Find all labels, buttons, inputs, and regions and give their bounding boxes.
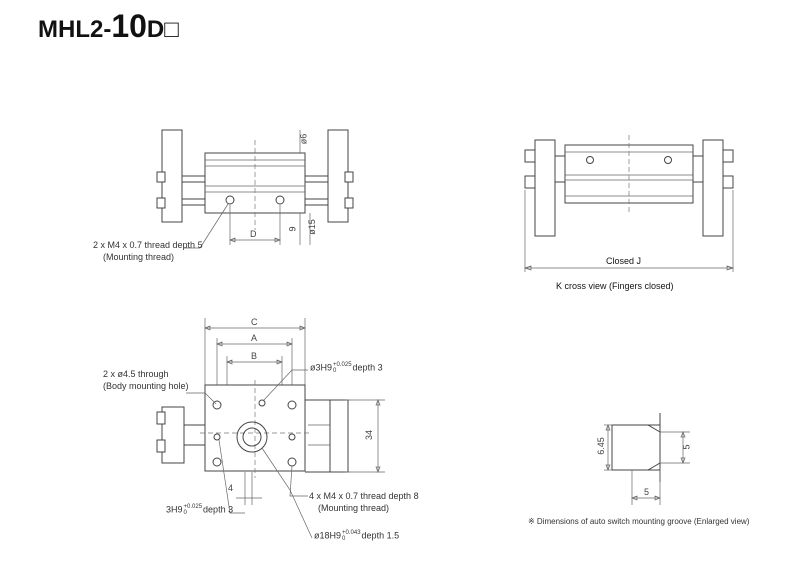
dim-A: A bbox=[251, 333, 258, 343]
bottom-thread-leader bbox=[289, 465, 308, 497]
left-finger-screw-top bbox=[156, 171, 166, 183]
dim-34: 34 bbox=[364, 429, 375, 441]
pin-top-tol-lower: 0 bbox=[333, 368, 337, 374]
thread-hole-top-right bbox=[287, 400, 297, 410]
title-box: □ bbox=[164, 16, 179, 43]
pin-hole-top bbox=[258, 399, 266, 407]
cross-right-screw-top bbox=[722, 149, 734, 163]
pin-hole-right bbox=[288, 433, 296, 441]
bore-tol-lower: 0 bbox=[342, 536, 346, 542]
cross-view-caption: K cross view (Fingers closed) bbox=[556, 281, 674, 291]
groove-view-drawing bbox=[604, 413, 690, 505]
dim-6-45: 6.45 bbox=[595, 437, 606, 455]
center-bore bbox=[236, 421, 268, 453]
top-thread-sub: (Mounting thread) bbox=[103, 252, 175, 262]
bottom-left-finger bbox=[161, 406, 185, 464]
dim-phi15: ø15 bbox=[306, 219, 317, 235]
bore-depth: depth 1.5 bbox=[361, 530, 400, 541]
dim-C: C bbox=[251, 317, 258, 327]
bottom-view-drawing bbox=[156, 318, 385, 539]
through-hole-top-left bbox=[212, 400, 222, 410]
cross-left-finger bbox=[534, 139, 556, 237]
cross-right-finger bbox=[702, 139, 724, 237]
pin-left-tol-upper: +0.025 bbox=[183, 504, 203, 510]
through-sub: (Body mounting hole) bbox=[103, 381, 189, 391]
pin-top-leader bbox=[262, 369, 308, 402]
thread-hole-bottom-left bbox=[212, 457, 222, 467]
pin-left-depth: depth 3 bbox=[203, 504, 234, 515]
cross-hole-right bbox=[664, 156, 672, 164]
pin-left-label-text: 3H9 bbox=[166, 504, 183, 515]
dim-5-vertical: 5 bbox=[681, 444, 692, 450]
dim-9: 9 bbox=[287, 226, 298, 232]
page-title: MHL2-10D□ bbox=[38, 8, 179, 45]
right-finger-screw-bottom bbox=[344, 197, 354, 209]
through-label: 2 x ø4.5 through bbox=[103, 369, 169, 379]
bore-tol-upper: +0.043 bbox=[342, 530, 361, 536]
title-prefix: MHL2- bbox=[38, 16, 112, 43]
bottom-thread-label: 4 x M4 x 0.7 thread depth 8 bbox=[309, 491, 419, 501]
dim-D: D bbox=[250, 229, 257, 239]
groove-caption: ※ Dimensions of auto switch mounting gro… bbox=[528, 517, 750, 526]
right-finger-screw-top bbox=[344, 171, 354, 183]
through-leader bbox=[186, 392, 217, 405]
cross-view-drawing bbox=[523, 135, 735, 272]
bottom-left-finger-screw-2 bbox=[156, 439, 166, 453]
bottom-left-finger-screw bbox=[156, 411, 166, 425]
top-thread-label: 2 x M4 x 0.7 thread depth 5 bbox=[93, 240, 203, 250]
top-view-drawing bbox=[156, 129, 354, 249]
cross-left-screw-bottom bbox=[524, 175, 536, 189]
top-thread-leader bbox=[184, 203, 229, 249]
thread-hole-left bbox=[225, 195, 235, 205]
pin-top-depth: depth 3 bbox=[352, 362, 383, 373]
bore-label-text: ø18H9 bbox=[314, 530, 342, 541]
cross-right-screw-bottom bbox=[722, 175, 734, 189]
cross-hole-left bbox=[586, 156, 594, 164]
pin-left-leader bbox=[218, 439, 245, 514]
pin-top-tol-upper: +0.025 bbox=[333, 362, 352, 368]
cross-left-screw-top bbox=[524, 149, 536, 163]
pin-top-label-text: ø3H9 bbox=[310, 362, 333, 373]
thread-hole-right bbox=[275, 195, 285, 205]
title-suffix: D bbox=[146, 16, 165, 43]
pin-hole-left bbox=[213, 433, 221, 441]
center-bore-inner bbox=[242, 427, 262, 447]
left-finger-screw-bottom bbox=[156, 197, 166, 209]
pin-left-tol-lower: 0 bbox=[183, 510, 187, 516]
title-size: 10 bbox=[111, 8, 147, 44]
dim-5-horizontal: 5 bbox=[644, 487, 650, 497]
bore-leader bbox=[261, 447, 313, 539]
dim-phi6: ø6 bbox=[298, 133, 309, 145]
dim-closed-j: Closed J bbox=[606, 256, 642, 266]
dim-4: 4 bbox=[228, 483, 234, 493]
bottom-thread-sub: (Mounting thread) bbox=[318, 503, 390, 513]
bottom-right-finger bbox=[329, 399, 349, 473]
dim-B: B bbox=[251, 351, 258, 361]
